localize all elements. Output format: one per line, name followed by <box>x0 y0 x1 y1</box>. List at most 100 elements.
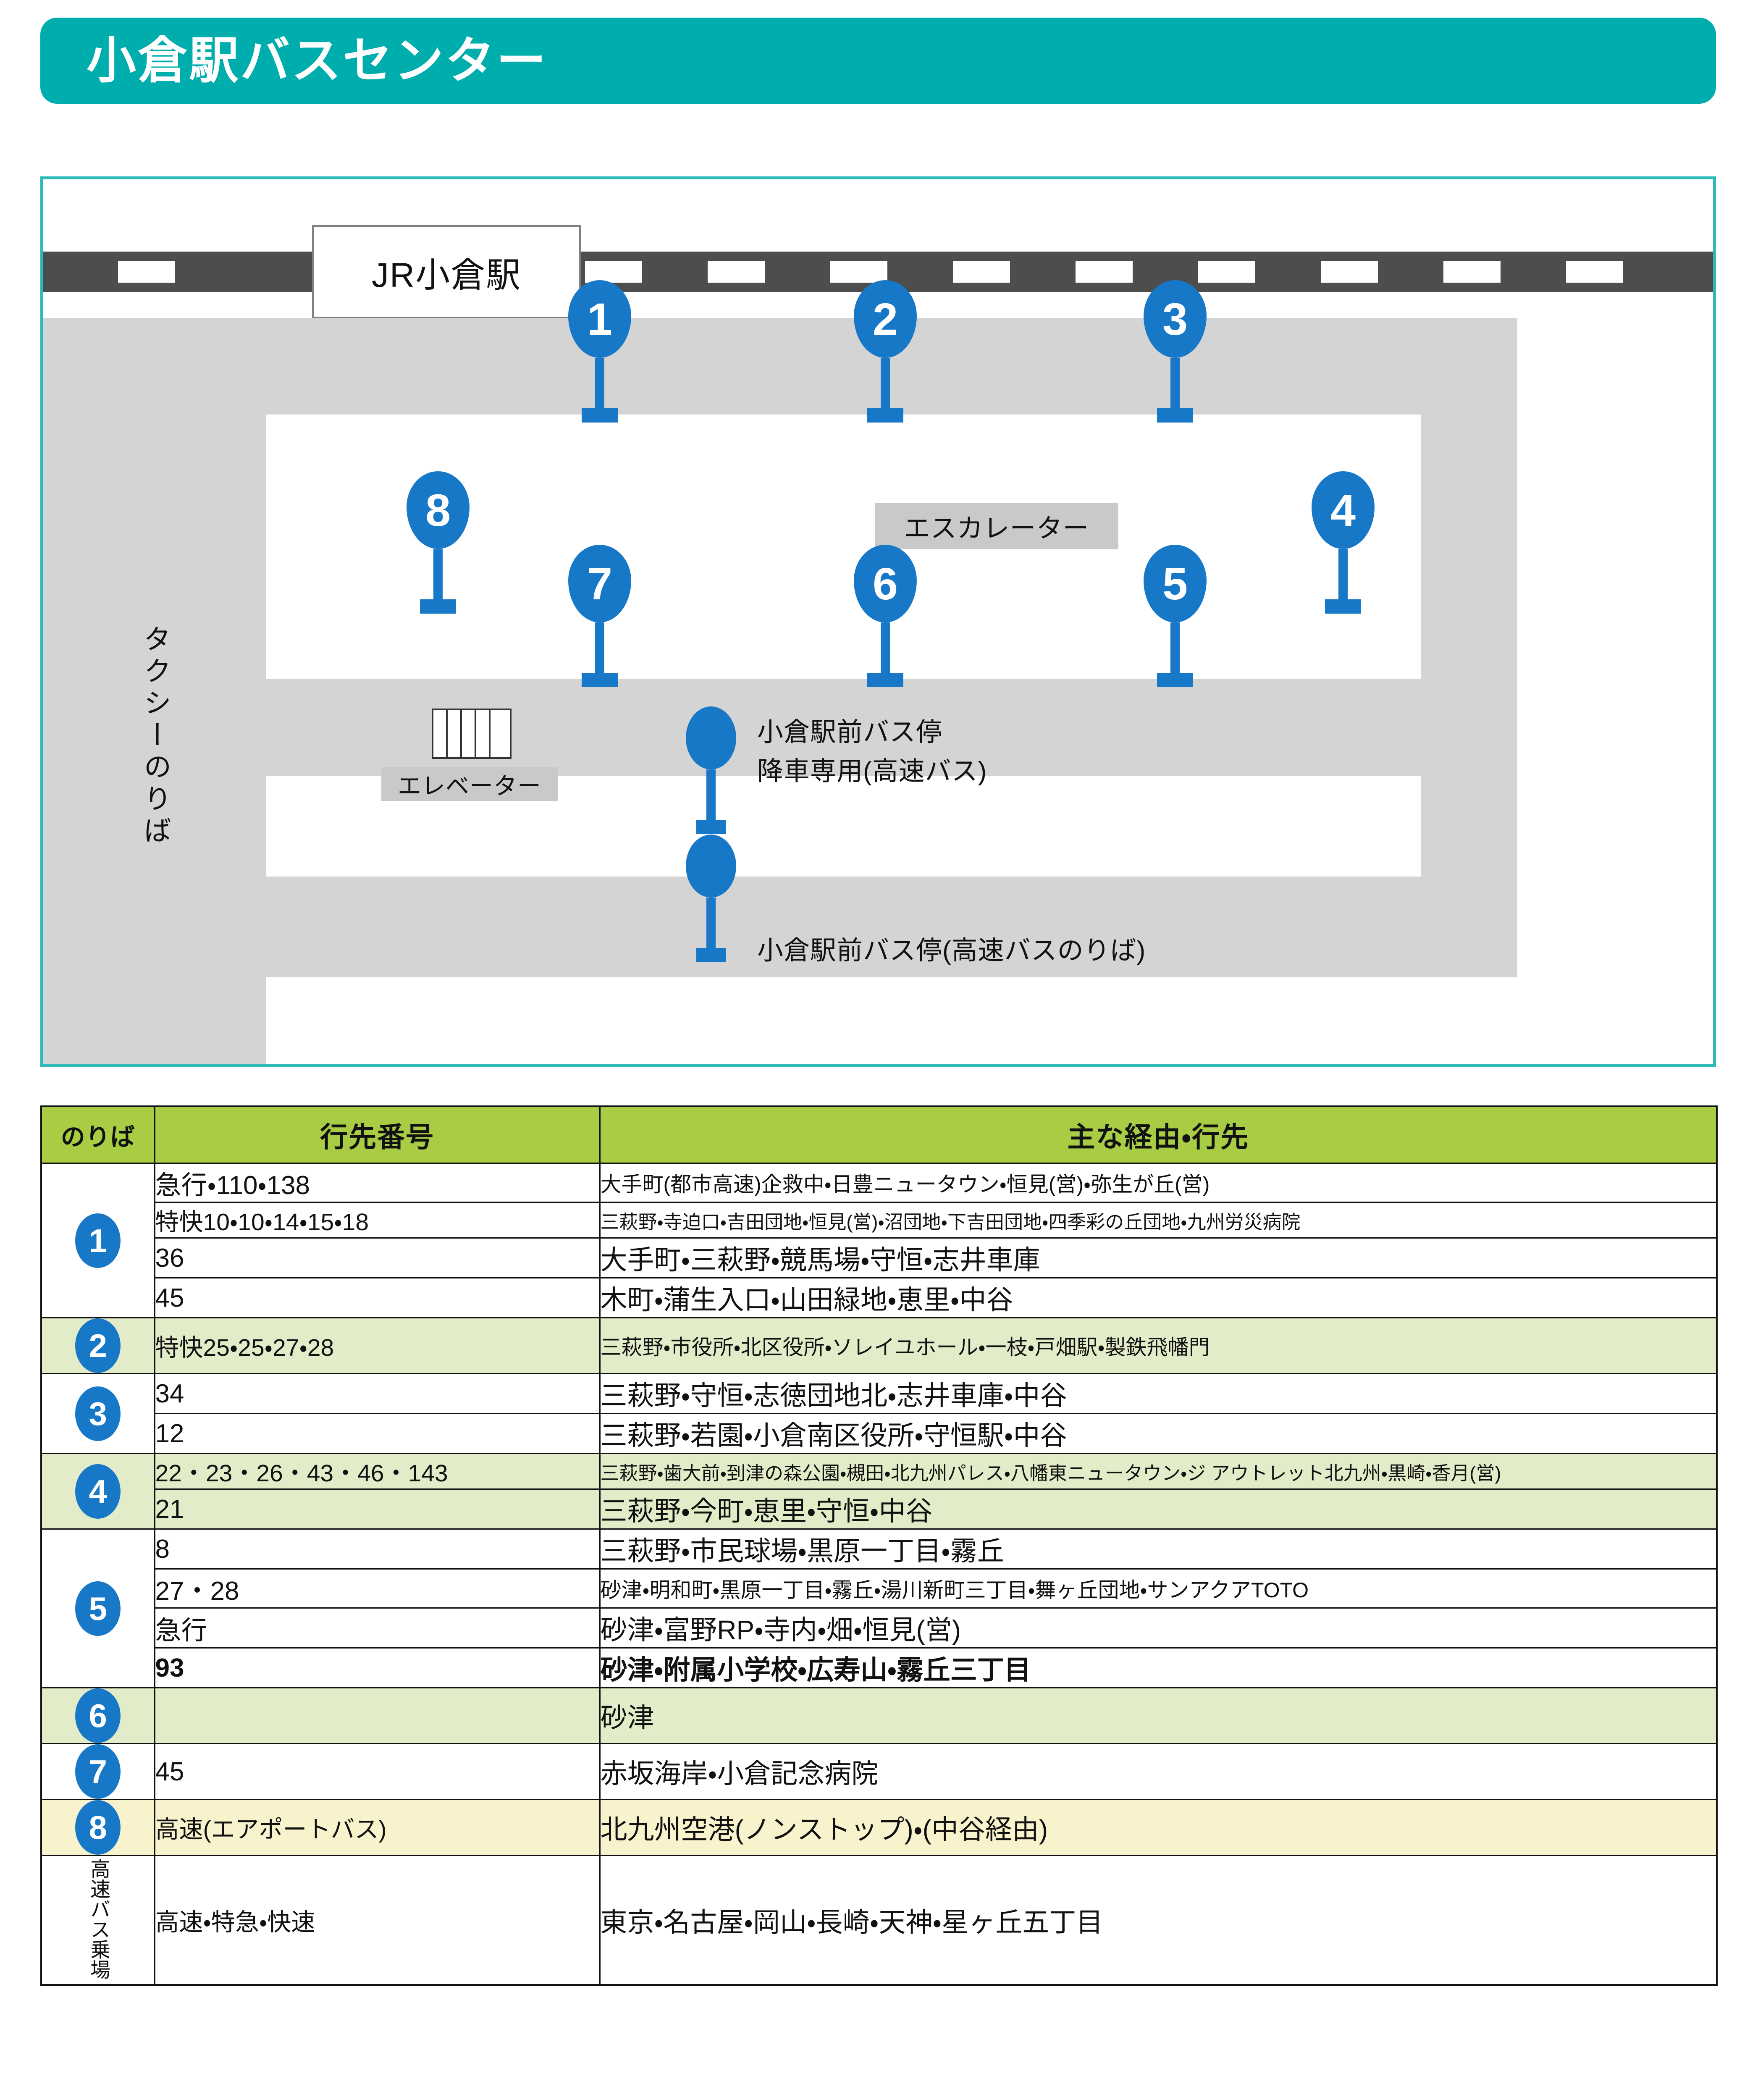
station-name-label: JR小倉駅 <box>312 225 581 319</box>
noriba-cell: 1 <box>40 1163 155 1318</box>
noriba-cell: 5 <box>40 1528 155 1688</box>
pin-pole <box>706 898 716 948</box>
noriba-cell: 6 <box>40 1687 155 1744</box>
stairs-icon <box>432 709 512 759</box>
pin-pole <box>1170 622 1180 673</box>
destination-cell: 砂津・附属小学校・広寿山・霧丘三丁目 <box>599 1647 1718 1688</box>
noriba-badge: 8 <box>75 1800 121 1855</box>
pin-head <box>686 835 736 898</box>
noriba-cell: 2 <box>40 1317 155 1374</box>
dropoff-note: 小倉駅前バス停 降車専用(高速バス) <box>757 713 987 791</box>
route-number-cell: 27・28 <box>154 1568 601 1609</box>
pin-base <box>1157 408 1193 423</box>
noriba-cell: 4 <box>40 1453 155 1530</box>
destination-cell: 砂津・明和町・黒原一丁目・霧丘・湯川新町三丁目・舞ヶ丘団地・サンアクアTOTO <box>599 1568 1718 1609</box>
noriba-cell: 8 <box>40 1799 155 1856</box>
station-window <box>1076 261 1133 283</box>
map-pin-2[interactable]: 2 <box>854 280 917 423</box>
escalator-label: エスカレーター <box>875 503 1118 549</box>
pin-base <box>1157 673 1193 687</box>
noriba-badge: 5 <box>75 1581 121 1636</box>
destination-cell: 三萩野・市民球場・黒原一丁目・霧丘 <box>599 1528 1718 1570</box>
pin-base <box>582 408 618 423</box>
noriba-badge: 7 <box>75 1744 121 1799</box>
noriba-badge: 3 <box>75 1386 121 1441</box>
pin-pole <box>1170 358 1180 408</box>
station-window <box>708 261 765 283</box>
th-destination: 主な経由・行先 <box>599 1105 1718 1164</box>
th-noriba: のりば <box>40 1105 155 1164</box>
pin-head <box>686 706 736 769</box>
route-number-cell: 93 <box>154 1647 601 1688</box>
destination-cell: 大手町・三萩野・競馬場・守恒・志井車庫 <box>599 1237 1718 1278</box>
map-pin-label: 3 <box>1144 280 1207 358</box>
noriba-cell: 3 <box>40 1373 155 1454</box>
map-pin-label: 1 <box>568 280 631 358</box>
destination-cell: 三萩野・若園・小倉南区役所・守恒駅・中谷 <box>599 1413 1718 1454</box>
destination-cell: 三萩野・今町・恵里・守恒・中谷 <box>599 1488 1718 1530</box>
terminal-map: JR小倉駅 エスカレーター エレベーター タクシーのりば 1 2 <box>43 179 1713 1064</box>
route-number-cell: 特快25・25・27・28 <box>154 1317 601 1374</box>
table-header-row: のりば 行先番号 主な経由・行先 <box>40 1105 1718 1164</box>
noriba-label-vertical: 高速バス乗場 <box>87 1858 110 1979</box>
destination-cell: 三萩野・守恒・志徳団地北・志井車庫・中谷 <box>599 1373 1718 1414</box>
destination-cell: 三萩野・寺迫口・吉田団地・恒見(営)・沼団地・下吉田団地・四季彩の丘団地・九州労… <box>599 1202 1718 1239</box>
page-header-banner: 小倉駅バスセンター <box>40 18 1716 104</box>
map-pin-1[interactable]: 1 <box>568 280 631 423</box>
highway-stop-note: 小倉駅前バス停(高速バスのりば) <box>757 936 1146 965</box>
pin-pole <box>881 358 890 408</box>
destination-cell: 三萩野・市役所・北区役所・ソレイユホール・一枝・戸畑駅・製鉄飛幡門 <box>599 1317 1718 1374</box>
map-pin-8[interactable]: 8 <box>407 471 470 614</box>
map-pin-label: 8 <box>407 471 470 549</box>
pin-base <box>867 673 903 687</box>
route-number-cell: 12 <box>154 1413 601 1454</box>
th-route-no: 行先番号 <box>154 1105 601 1164</box>
map-pin-label: 6 <box>854 545 917 622</box>
pin-pole <box>433 549 443 599</box>
station-window <box>1321 261 1378 283</box>
route-number-cell: 急行・110・138 <box>154 1163 601 1203</box>
map-pin-4[interactable]: 4 <box>1312 471 1375 614</box>
map-pin-label: 4 <box>1312 471 1375 549</box>
map-pin-3[interactable]: 3 <box>1144 280 1207 423</box>
page-title: 小倉駅バスセンター <box>87 33 548 89</box>
map-pin-6[interactable]: 6 <box>854 545 917 687</box>
pin-base <box>696 948 726 962</box>
map-pin-dropoff[interactable] <box>686 706 736 834</box>
destination-cell: 砂津・富野RP・寺内・畑・恒見(営) <box>599 1607 1718 1648</box>
station-window <box>1198 261 1255 283</box>
station-window <box>830 261 887 283</box>
pin-base <box>867 408 903 423</box>
terminal-map-panel: JR小倉駅 エスカレーター エレベーター タクシーのりば 1 2 <box>40 176 1716 1067</box>
route-number-cell: 36 <box>154 1237 601 1278</box>
route-number-cell: 高速(エアポートバス) <box>154 1799 601 1856</box>
map-pin-5[interactable]: 5 <box>1144 545 1207 687</box>
noriba-badge: 2 <box>75 1318 121 1373</box>
destination-cell: 三萩野・歯大前・到津の森公園・槻田・北九州パレス・八幡東ニュータウン・ジ アウト… <box>599 1453 1718 1490</box>
map-pin-label: 5 <box>1144 545 1207 622</box>
table-row: 6 砂津 <box>40 1687 1718 1744</box>
pin-base <box>582 673 618 687</box>
road-area-lower <box>266 877 1517 977</box>
route-number-cell: 34 <box>154 1373 601 1414</box>
destination-cell: 北九州空港(ノンストップ)・(中谷経由) <box>599 1799 1718 1856</box>
map-pin-highway[interactable] <box>686 835 736 962</box>
road-area-right <box>1421 318 1517 931</box>
pin-pole <box>595 622 604 673</box>
noriba-cell: 7 <box>40 1743 155 1800</box>
map-pin-7[interactable]: 7 <box>568 545 631 687</box>
route-number-cell: 高速・特急・快速 <box>154 1855 601 1986</box>
destination-cell: 砂津 <box>599 1687 1718 1744</box>
